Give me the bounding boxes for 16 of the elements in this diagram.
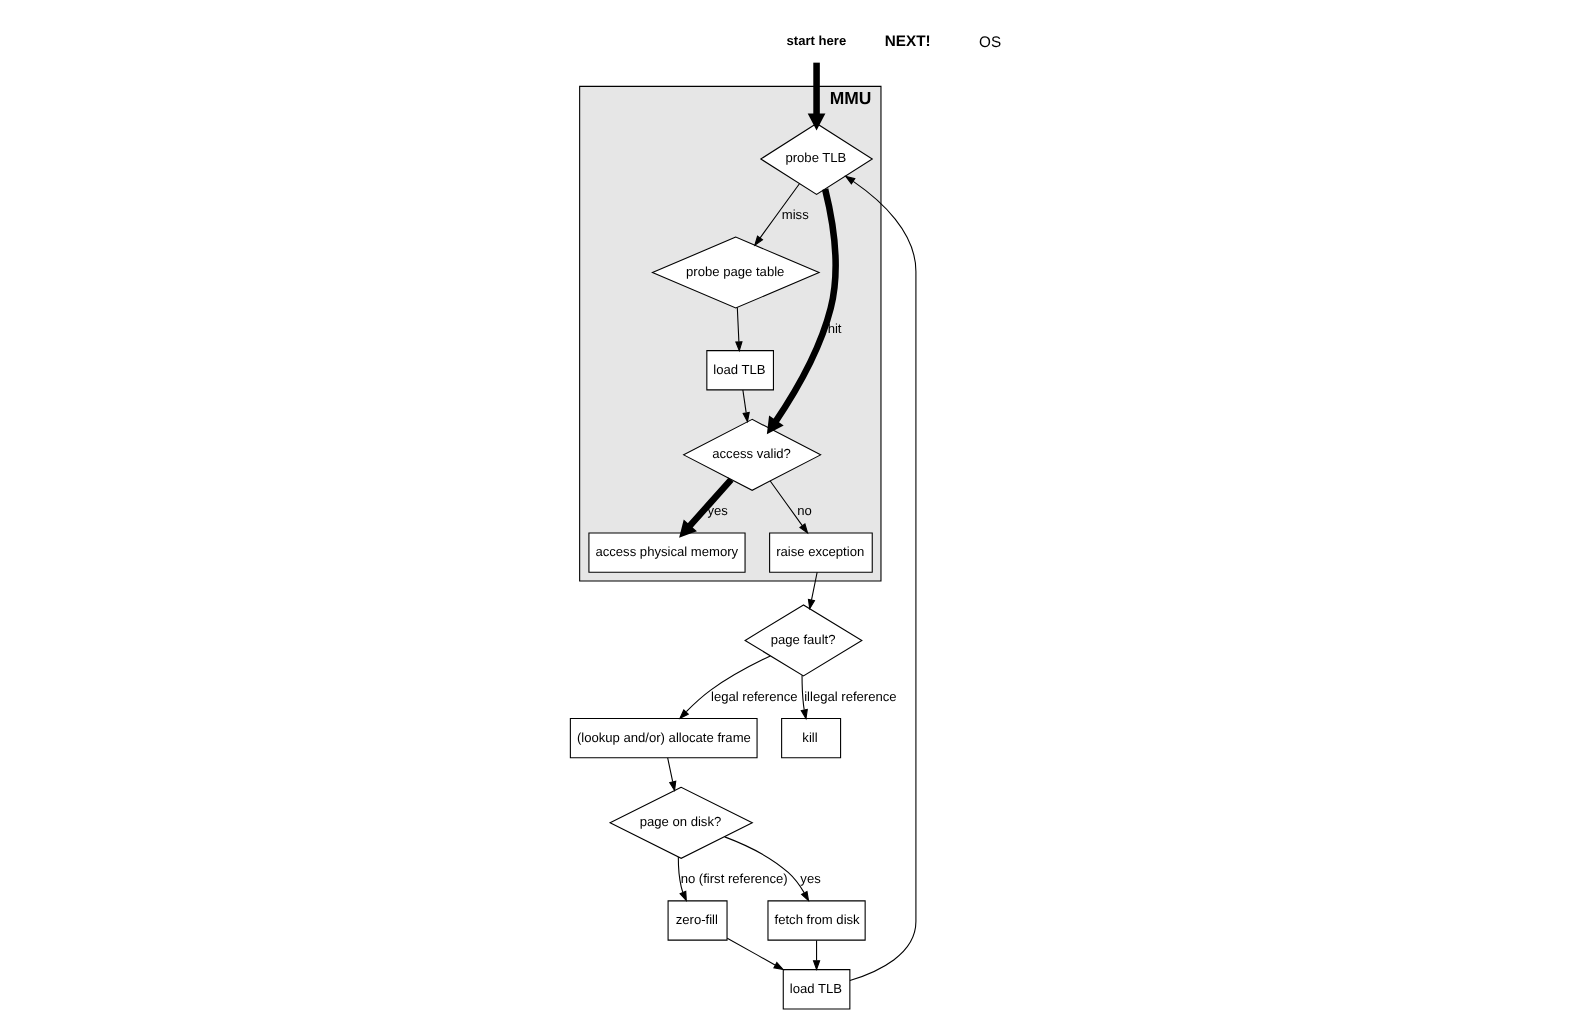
arrow <box>799 673 807 720</box>
arrow <box>741 388 749 423</box>
arrow <box>725 936 784 970</box>
arrow <box>752 182 799 246</box>
arrow <box>811 938 820 971</box>
arrow <box>843 174 916 981</box>
arrow <box>765 187 838 434</box>
arrow <box>806 61 825 130</box>
arrow <box>666 756 676 792</box>
arrow <box>768 479 808 534</box>
arrow <box>723 835 809 902</box>
arrow <box>806 570 817 610</box>
arrow <box>678 476 733 537</box>
arrow <box>676 855 686 902</box>
arrow <box>677 654 770 719</box>
arrow <box>734 306 742 352</box>
